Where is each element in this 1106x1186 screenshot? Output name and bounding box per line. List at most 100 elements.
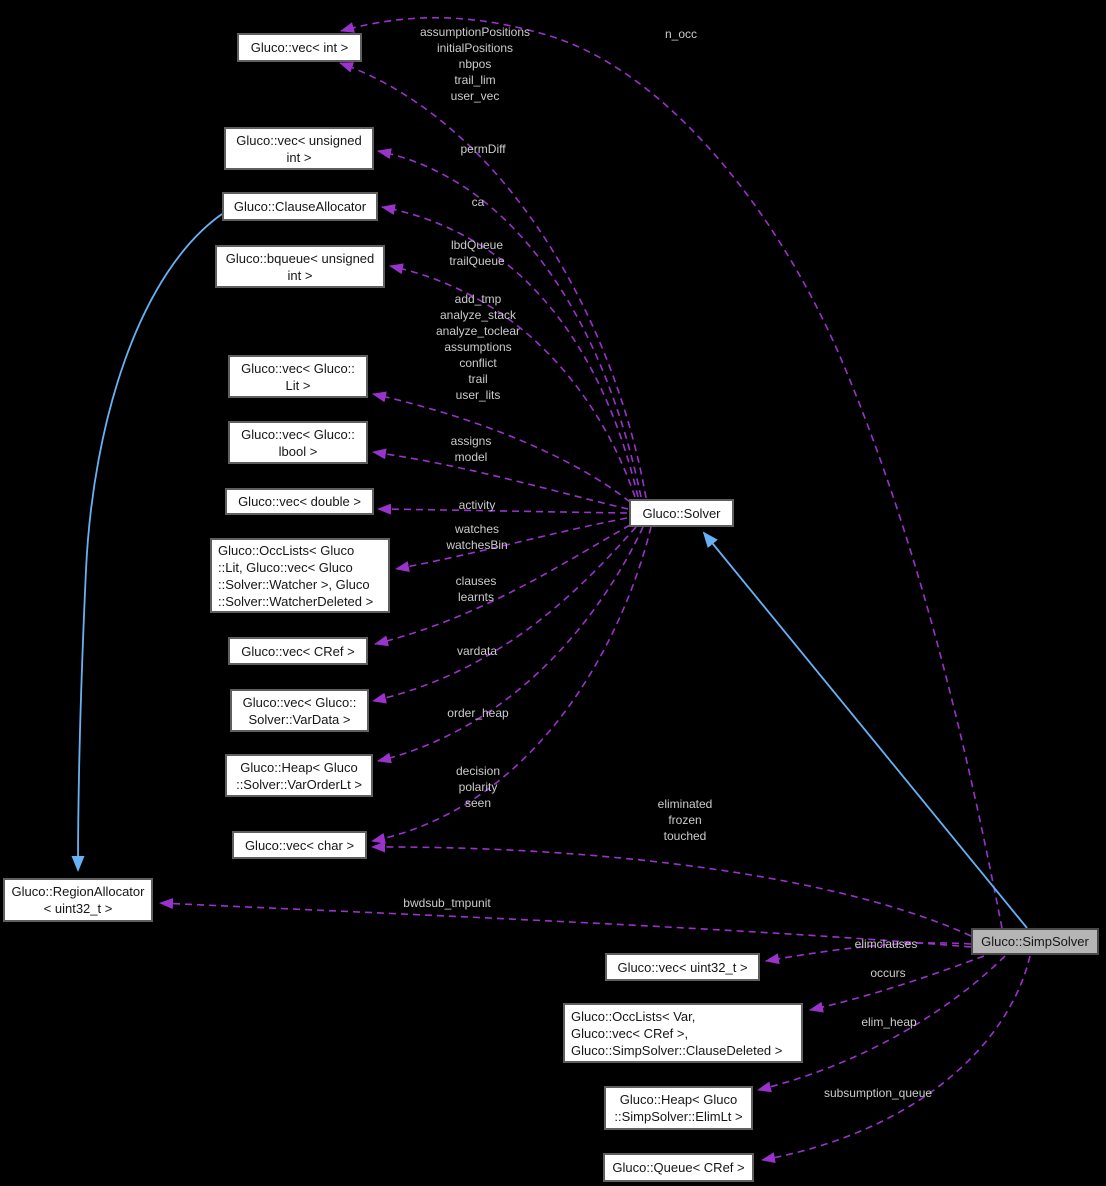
edge-label-line: occurs [870, 966, 906, 980]
node-label-line: Gluco::Heap< Gluco [619, 1092, 738, 1107]
edge-label-line: subsumption_queue [823, 1086, 933, 1100]
edge-label-line: order_heap [447, 706, 509, 720]
node-vec-cref[interactable]: Gluco::vec< CRef > [228, 637, 368, 665]
node-vec-lit[interactable]: Gluco::vec< Gluco::Lit > [228, 355, 368, 398]
edge-elimheap [757, 955, 1006, 1093]
edge-label-line: activity [458, 498, 496, 512]
node-label-line: Gluco::RegionAllocator [11, 884, 145, 899]
edge-decision [371, 526, 652, 844]
edge-label-line: analyze_toclear [435, 324, 521, 338]
edge-label-bwdsub: bwdsub_tmpunit [403, 895, 490, 911]
node-label-line: ::SimpSolver::ElimLt > [614, 1109, 743, 1124]
node-label-line: Solver::VarData > [248, 711, 351, 727]
edge-label-line: watches [454, 522, 500, 536]
node-occlists-var[interactable]: Gluco::OccLists< Var,Gluco::vec< CRef >,… [563, 1003, 803, 1063]
edge-addtmp-bundle [372, 391, 631, 503]
node-region-allocator[interactable]: Gluco::RegionAllocator< uint32_t > [3, 878, 153, 922]
node-label-line: Gluco::vec< char > [244, 837, 355, 853]
edge-permdiff [377, 148, 642, 498]
node-label-line: Gluco::OccLists< Gluco [218, 542, 355, 558]
edge-label-line: add_tmp [454, 292, 502, 306]
edge-label-line: assumptions [444, 340, 512, 354]
node-label-line: ::Solver::Watcher >, Gluco [218, 576, 370, 592]
edge-label-line: seen [464, 796, 492, 810]
edge-label-line: polarity [458, 780, 498, 794]
edge-label-line: trailQueue [449, 254, 505, 268]
node-vec-double[interactable]: Gluco::vec< double > [225, 488, 374, 515]
node-label-line: < uint32_t > [43, 901, 113, 916]
node-heap-varorderlt[interactable]: Gluco::Heap< Gluco::Solver::VarOrderLt > [225, 754, 373, 797]
edge-inherit-simpsolver-solver [702, 531, 1028, 929]
edge-label-line: n_occ [664, 27, 698, 41]
edge-label-line: vardata [456, 644, 498, 658]
node-label-line: Gluco::bqueue< unsigned [225, 250, 375, 266]
edge-eliminated [371, 841, 972, 937]
edge-label-lbdqueue: lbdQueue trailQueue [449, 237, 504, 269]
node-vec-uint32[interactable]: Gluco::vec< uint32_t > [605, 953, 760, 981]
edge-label-line: permDiff [460, 142, 506, 156]
edge-label-line: user_vec [450, 89, 500, 103]
node-vec-vardata[interactable]: Gluco::vec< Gluco::Solver::VarData > [230, 689, 369, 732]
node-label-line: lbool > [278, 443, 318, 459]
edge-occurs [809, 955, 985, 1013]
node-label-line: Gluco::vec< CRef >, [571, 1025, 689, 1041]
edge-bwdsub [159, 898, 972, 948]
node-vec-lbool[interactable]: Gluco::vec< Gluco::lbool > [228, 421, 368, 464]
node-label-line: ::Lit, Gluco::vec< Gluco [218, 559, 353, 575]
node-label-line: Gluco::vec< unsigned [236, 132, 362, 148]
edge-label-elimclauses: elimclauses [855, 936, 918, 952]
node-label-line: Gluco::vec< uint32_t > [617, 959, 748, 975]
edge-label-line: ca [471, 195, 485, 209]
node-vec-char[interactable]: Gluco::vec< char > [232, 831, 367, 859]
edge-label-line: decision [455, 764, 501, 778]
edge-watches [395, 517, 628, 572]
edge-label-line: trail [468, 372, 488, 386]
edge-label-decision: decision polarity seen [456, 763, 500, 811]
edge-label-activity: activity [459, 497, 496, 513]
edge-label-line: elimclauses [854, 937, 918, 951]
edge-label-elimheap: elim_heap [861, 1014, 916, 1030]
edge-vardata [372, 526, 637, 704]
edge-label-line: elim_heap [861, 1015, 917, 1029]
edge-label-line: assumptionPositions [419, 25, 531, 39]
edge-label-line: user_lits [455, 388, 501, 402]
edge-lbdqueue [389, 263, 636, 498]
node-occlists-lit[interactable]: Gluco::OccLists< Gluco::Lit, Gluco::vec<… [210, 538, 390, 613]
node-clause-allocator[interactable]: Gluco::ClauseAllocator [222, 192, 378, 221]
node-label-line: int > [287, 267, 313, 283]
edge-activity [377, 503, 628, 515]
node-queue-cref[interactable]: Gluco::Queue< CRef > [603, 1153, 754, 1182]
node-label-line: Gluco::Solver [642, 505, 721, 521]
node-label-line: Gluco::vec< int > [250, 40, 349, 55]
edge-label-subsumption: subsumption_queue [824, 1085, 932, 1101]
node-label-line: Gluco::SimpSolver::ClauseDeleted > [571, 1042, 783, 1058]
edge-label-ca: ca [472, 194, 485, 210]
edge-label-line: frozen [668, 813, 702, 827]
node-label-line: Gluco::vec< Gluco:: [242, 694, 357, 710]
node-solver[interactable]: Gluco::Solver [629, 499, 734, 527]
node-label-line: Gluco::vec< CRef > [241, 643, 355, 659]
edge-inherit-clauseallocator-regionallocator [71, 213, 223, 872]
node-simpsolver[interactable]: Gluco::SimpSolver [971, 928, 1099, 955]
edge-label-line: conflict [459, 356, 497, 370]
edge-label-occurs: occurs [870, 965, 905, 981]
edge-label-nocc: n_occ [665, 26, 697, 42]
node-label-line: ::Solver::WatcherDeleted > [218, 593, 374, 609]
node-label-line: Gluco::SimpSolver [981, 934, 1089, 949]
edge-label-permdiff: permDiff [460, 141, 505, 157]
edge-nocc [340, 16, 1003, 929]
node-heap-elimlt[interactable]: Gluco::Heap< Gluco::SimpSolver::ElimLt > [604, 1086, 753, 1130]
edge-ca [381, 204, 639, 498]
edge-label-line: lbdQueue [450, 238, 504, 252]
node-vec-int[interactable]: Gluco::vec< int > [237, 33, 362, 62]
edge-label-line: trail_lim [454, 73, 496, 87]
edge-label-orderheap: order_heap [447, 705, 508, 721]
edge-assigns [372, 448, 629, 510]
